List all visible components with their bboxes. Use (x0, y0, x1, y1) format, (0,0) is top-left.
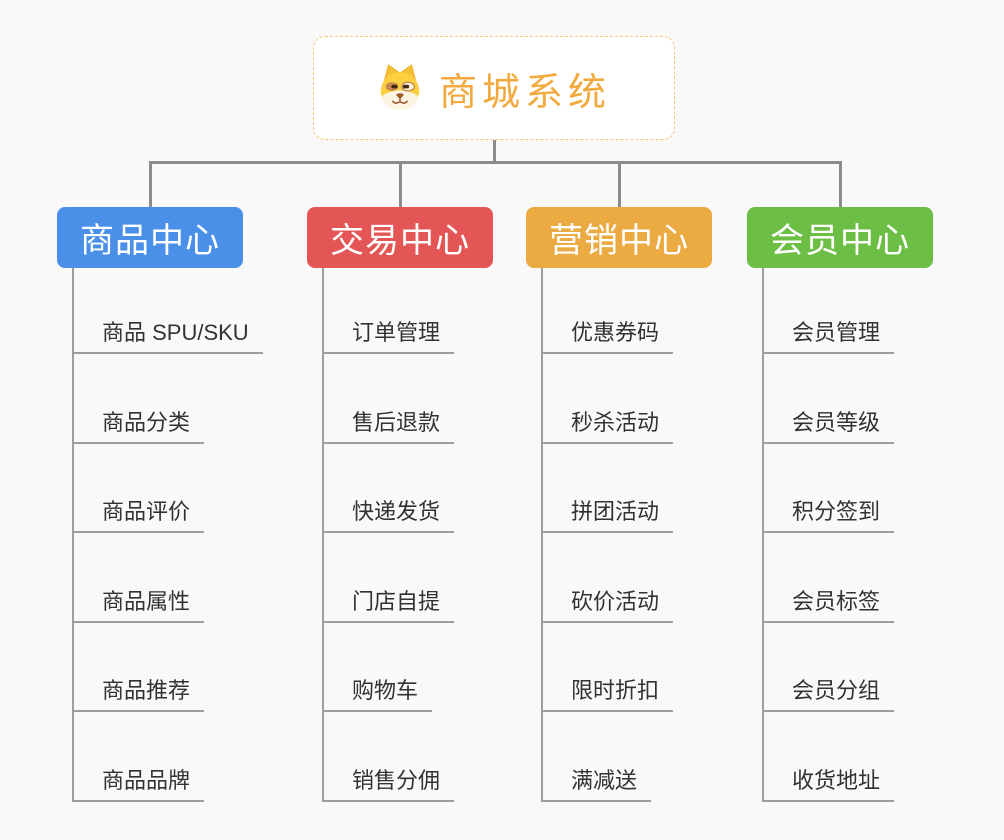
mindmap-item[interactable]: 收货地址 (764, 712, 895, 802)
connector-branch-stub-1 (148, 161, 152, 209)
mindmap-item[interactable]: 售后退款 (324, 354, 455, 444)
branch-trade-center: 交易中心 订单管理 售后退款 快递发货 门店自提 购物车 销售分佣 (307, 207, 493, 802)
mindmap-item[interactable]: 快递发货 (324, 444, 455, 533)
dog-face-icon (377, 63, 423, 113)
mindmap-item[interactable]: 限时折扣 (543, 623, 674, 712)
branch-items-member-center: 会员管理 会员等级 积分签到 会员标签 会员分组 收货地址 (762, 268, 895, 802)
mindmap-item[interactable]: 满减送 (543, 712, 652, 802)
mindmap-item[interactable]: 拼团活动 (543, 444, 674, 533)
branch-label-marketing-center[interactable]: 营销中心 (526, 207, 712, 268)
branch-items-goods-center: 商品 SPU/SKU 商品分类 商品评价 商品属性 商品推荐 商品品牌 (72, 268, 263, 802)
mindmap-item[interactable]: 会员分组 (764, 623, 895, 712)
connector-root-stub (492, 140, 496, 164)
mindmap-item[interactable]: 优惠券码 (543, 268, 674, 354)
mindmap-item[interactable]: 商品品牌 (74, 712, 205, 802)
branch-marketing-center: 营销中心 优惠券码 秒杀活动 拼团活动 砍价活动 限时折扣 满减送 (526, 207, 712, 802)
connector-horizontal (148, 161, 842, 164)
mindmap-item[interactable]: 订单管理 (324, 268, 455, 354)
mindmap-item[interactable]: 商品分类 (74, 354, 205, 444)
mindmap-item[interactable]: 销售分佣 (324, 712, 455, 802)
branch-label-trade-center[interactable]: 交易中心 (307, 207, 493, 268)
mindmap-item[interactable]: 商品推荐 (74, 623, 205, 712)
root-title: 商城系统 (438, 71, 611, 114)
mindmap-item[interactable]: 门店自提 (324, 533, 455, 623)
connector-branch-stub-2 (398, 161, 402, 209)
branch-label-member-center[interactable]: 会员中心 (747, 207, 933, 268)
mindmap-item[interactable]: 会员标签 (764, 533, 895, 623)
branch-goods-center: 商品中心 商品 SPU/SKU 商品分类 商品评价 商品属性 商品推荐 商品品牌 (57, 207, 263, 802)
branch-items-marketing-center: 优惠券码 秒杀活动 拼团活动 砍价活动 限时折扣 满减送 (541, 268, 674, 802)
mindmap-item[interactable]: 积分签到 (764, 444, 895, 533)
branch-items-trade-center: 订单管理 售后退款 快递发货 门店自提 购物车 销售分佣 (322, 268, 455, 802)
mindmap-item[interactable]: 商品 SPU/SKU (74, 268, 263, 354)
branch-member-center: 会员中心 会员管理 会员等级 积分签到 会员标签 会员分组 收货地址 (747, 207, 933, 802)
mindmap-item[interactable]: 会员管理 (764, 268, 895, 354)
branch-label-goods-center[interactable]: 商品中心 (57, 207, 243, 268)
mindmap-item[interactable]: 秒杀活动 (543, 354, 674, 444)
mindmap-item[interactable]: 会员等级 (764, 354, 895, 444)
mindmap-item[interactable]: 购物车 (324, 623, 433, 712)
mindmap-item[interactable]: 商品评价 (74, 444, 205, 533)
root-node[interactable]: 商城系统 (313, 36, 675, 140)
mindmap-item[interactable]: 砍价活动 (543, 533, 674, 623)
connector-branch-stub-4 (838, 161, 842, 209)
mindmap-item[interactable]: 商品属性 (74, 533, 205, 623)
connector-branch-stub-3 (617, 161, 621, 209)
